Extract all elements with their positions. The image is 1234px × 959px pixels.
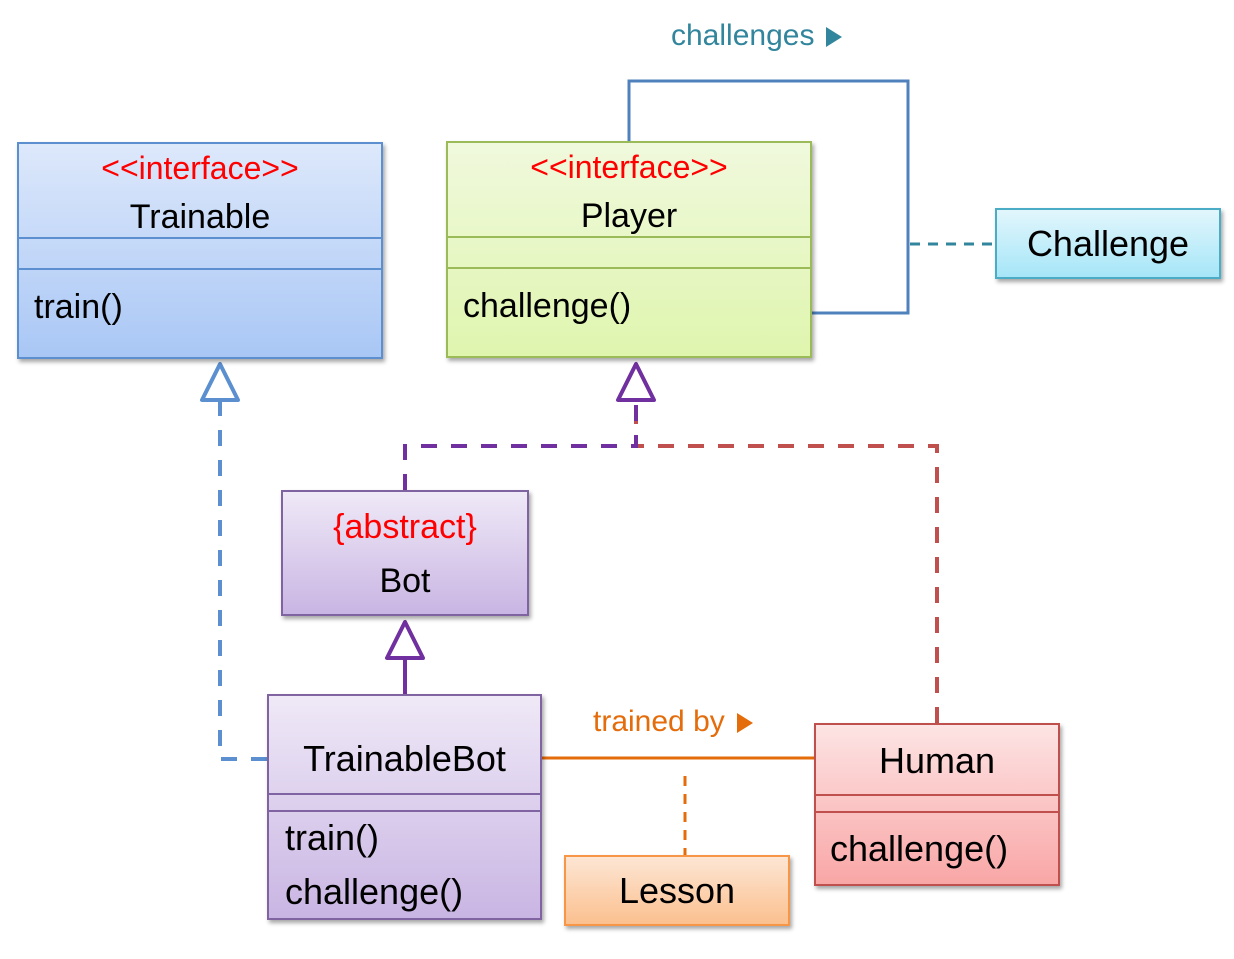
challenges-association-line <box>627 79 910 315</box>
class-trainable[interactable]: <<interface>> Trainable train() <box>17 142 383 359</box>
class-player[interactable]: <<interface>> Player challenge() <box>446 141 812 358</box>
method-challenge: challenge() <box>285 871 464 912</box>
challenges-label: challenges <box>671 19 843 53</box>
class-name: Trainable <box>129 198 271 236</box>
trainablebot-realizes-trainable-line <box>218 401 267 761</box>
bot-realizes-player-line <box>403 401 638 490</box>
trainable-realization-arrowhead <box>200 362 240 402</box>
class-name: Player <box>580 197 678 235</box>
attributes-compartment <box>448 238 810 269</box>
method-challenge: challenge() <box>463 287 632 325</box>
class-name: Challenge <box>1026 222 1190 264</box>
method-train: train() <box>34 288 123 326</box>
direction-arrow-icon <box>736 713 753 734</box>
class-name: Lesson <box>618 869 736 911</box>
method-challenge: challenge() <box>830 828 1009 869</box>
attributes-compartment <box>19 239 381 270</box>
methods-compartment: train() challenge() <box>269 812 540 910</box>
attributes-compartment <box>816 796 1058 813</box>
attributes-compartment <box>269 795 540 812</box>
challenges-label-text: challenges <box>671 19 815 52</box>
trained-by-label-text: trained by <box>593 705 725 738</box>
class-header: TrainableBot <box>269 696 540 795</box>
class-trainablebot[interactable]: TrainableBot train() challenge() <box>267 694 542 920</box>
class-bot[interactable]: {abstract} Bot <box>281 490 529 616</box>
methods-compartment: train() <box>19 270 381 324</box>
class-challenge[interactable]: Challenge <box>995 208 1221 279</box>
class-header: <<interface>> Trainable <box>19 144 381 239</box>
methods-compartment: challenge() <box>816 813 1058 867</box>
class-name: TrainableBot <box>303 738 506 779</box>
human-realizes-player-line <box>634 401 939 723</box>
class-lesson[interactable]: Lesson <box>564 855 790 926</box>
class-human[interactable]: Human challenge() <box>814 723 1060 886</box>
bot-generalization-arrowhead <box>385 620 425 660</box>
class-header: Human <box>816 725 1058 796</box>
class-name: Bot <box>379 562 431 600</box>
class-name: Human <box>878 740 996 781</box>
class-header: <<interface>> Player <box>448 143 810 238</box>
methods-compartment: challenge() <box>448 269 810 323</box>
method-train: train() <box>285 817 380 858</box>
direction-arrow-icon <box>826 27 843 48</box>
player-realization-arrowhead <box>616 362 656 402</box>
stereotype-label: {abstract} <box>333 508 477 546</box>
stereotype-label: <<interface>> <box>101 150 299 186</box>
trained-by-label: trained by <box>593 705 753 739</box>
stereotype-label: <<interface>> <box>530 149 728 185</box>
